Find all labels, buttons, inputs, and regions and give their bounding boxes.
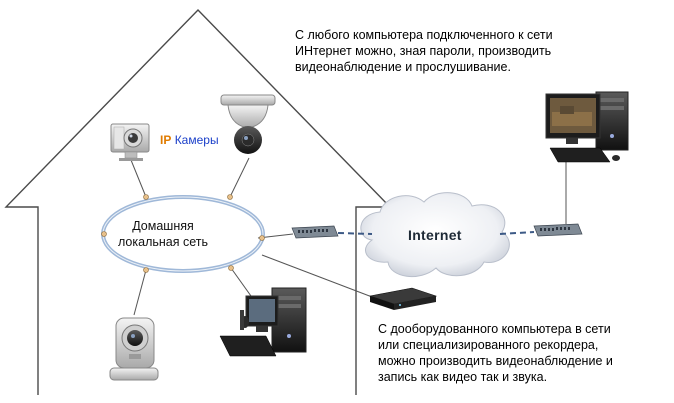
desktop-computer-icon (219, 287, 307, 357)
local-caption-line-4: запись как видео так и звука. (378, 370, 548, 384)
local-caption-line-2: или специализированного рекордера, (378, 338, 599, 352)
remote-network-switch-icon (533, 223, 583, 237)
house-outline (4, 8, 392, 395)
ip-cameras-label: IP Камеры (160, 133, 219, 147)
local-recording-caption: С дооборудованного компьютера в сети или… (378, 321, 613, 385)
remote-desktop-computer-icon (545, 91, 629, 163)
box-ip-camera-icon (110, 123, 150, 161)
lan-label: Домашняя локальная сеть (112, 218, 214, 250)
remote-caption-line-2: ИНтернет можно, зная пароли, производить (295, 44, 552, 58)
local-caption-line-1: С дооборудованного компьютера в сети (378, 322, 611, 336)
internet-cloud-icon (360, 192, 510, 278)
lan-label-line-1: Домашняя (132, 219, 194, 233)
remote-access-caption: С любого компьютера подключенного к сети… (295, 27, 553, 75)
ptz-camera-icon (109, 317, 159, 381)
internet-label: Internet (408, 227, 462, 243)
lan-label-line-2: локальная сеть (117, 235, 208, 249)
remote-caption-line-1: С любого компьютера подключенного к сети (295, 28, 553, 42)
dome-ptz-camera-icon (220, 94, 276, 154)
internet-links (337, 231, 535, 235)
local-caption-line-3: можно производить видеонаблюдение и (378, 354, 613, 368)
cameras-label: Камеры (174, 133, 219, 147)
ip-label: IP (160, 133, 172, 147)
remote-caption-line-3: видеонаблюдение и прослушивание. (295, 60, 511, 74)
video-recorder-icon (368, 287, 438, 310)
lan-ring-nodes (101, 194, 265, 273)
network-switch-icon (291, 225, 339, 239)
